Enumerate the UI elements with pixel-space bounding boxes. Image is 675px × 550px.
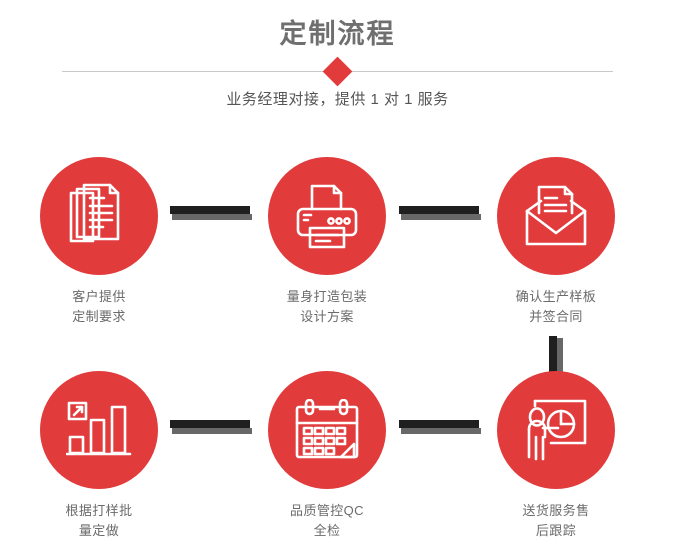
calendar-icon <box>293 399 361 461</box>
connector-bar <box>170 206 250 214</box>
step-label: 送货服务售 后跟踪 <box>522 503 590 538</box>
page-subtitle: 业务经理对接，提供 1 对 1 服务 <box>226 91 449 108</box>
header: 定制流程 业务经理对接，提供 1 对 1 服务 <box>0 0 675 130</box>
process-step-5[interactable]: 品质管控QC 全检 <box>247 371 407 541</box>
step-icon-circle <box>268 157 386 275</box>
connector-step1-step2 <box>170 206 252 220</box>
connector-shadow <box>401 428 481 434</box>
connector-bar <box>399 420 479 428</box>
step-label: 量身打造包装 设计方案 <box>286 289 368 324</box>
open-envelope-letter-icon <box>522 185 590 247</box>
step-icon-circle <box>40 157 158 275</box>
step-icon-circle <box>497 371 615 489</box>
divider <box>62 55 613 89</box>
bar-chart-growth-icon <box>66 400 132 460</box>
step-icon-circle <box>497 157 615 275</box>
process-step-3[interactable]: 确认生产样板 并签合同 <box>476 157 636 327</box>
documents-stack-icon <box>67 183 131 249</box>
connector-step4-step5 <box>170 420 252 434</box>
connector-shadow <box>401 214 481 220</box>
process-step-4[interactable]: 根据打样批 量定做 <box>19 371 179 541</box>
connector-bar <box>170 420 250 428</box>
connector-bar <box>399 206 479 214</box>
process-step-6[interactable]: 送货服务售 后跟踪 <box>476 371 636 541</box>
presenter-pie-chart-icon <box>523 397 589 463</box>
connector-shadow <box>172 428 252 434</box>
connector-step5-step6 <box>399 420 481 434</box>
step-label: 根据打样批 量定做 <box>65 503 133 538</box>
step-label: 品质管控QC 全检 <box>290 503 364 538</box>
step-icon-circle <box>40 371 158 489</box>
connector-step3-step6 <box>549 336 563 374</box>
page-title: 定制流程 <box>279 19 396 49</box>
connector-shadow <box>172 214 252 220</box>
step-label: 确认生产样板 并签合同 <box>515 289 597 324</box>
connector-shadow <box>557 338 563 374</box>
process-step-2[interactable]: 量身打造包装 设计方案 <box>247 157 407 327</box>
step-icon-circle <box>268 371 386 489</box>
step-label: 客户提供 定制要求 <box>72 289 126 324</box>
connector-bar <box>549 336 557 372</box>
connector-step2-step3 <box>399 206 481 220</box>
printer-icon <box>293 183 361 249</box>
process-step-1[interactable]: 客户提供 定制要求 <box>19 157 179 327</box>
